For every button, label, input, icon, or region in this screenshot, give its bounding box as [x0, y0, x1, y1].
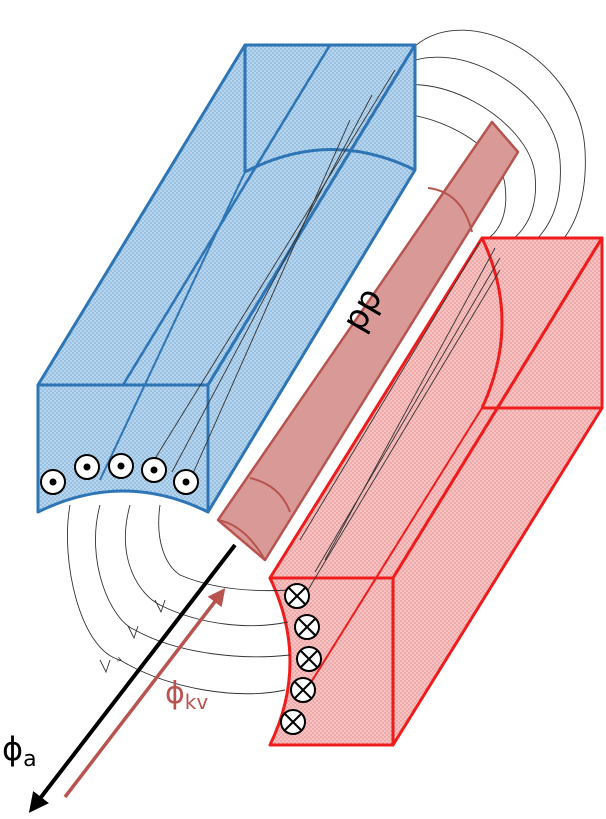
field-lines-return — [67, 504, 291, 695]
phi-kv-arrow — [63, 588, 226, 799]
current-in-symbol — [284, 583, 310, 609]
field-lines-blue — [147, 69, 396, 481]
blue-conductors — [40, 453, 199, 495]
phi-kv-label: ϕkv — [165, 676, 208, 714]
phi-a-label: ϕa — [2, 730, 37, 772]
phi-kv-symbol: ϕ — [165, 676, 185, 711]
blue-magnet — [36, 43, 417, 514]
current-in-symbol — [296, 646, 322, 672]
current-out-symbol — [74, 454, 100, 480]
current-in-symbol — [294, 614, 320, 640]
phi-kv-subscript: kv — [185, 690, 209, 714]
current-in-symbol — [280, 709, 306, 735]
phi-a-arrow — [28, 543, 237, 813]
red-conductors — [280, 583, 322, 735]
current-in-symbol — [290, 677, 316, 703]
current-out-symbol — [108, 453, 134, 479]
phi-a-symbol: ϕ — [2, 730, 23, 768]
current-out-symbol — [141, 457, 167, 483]
phi-a-subscript: a — [23, 747, 36, 772]
current-out-symbol — [40, 469, 66, 495]
field-lines-red — [299, 241, 501, 596]
current-out-symbol — [173, 469, 199, 495]
